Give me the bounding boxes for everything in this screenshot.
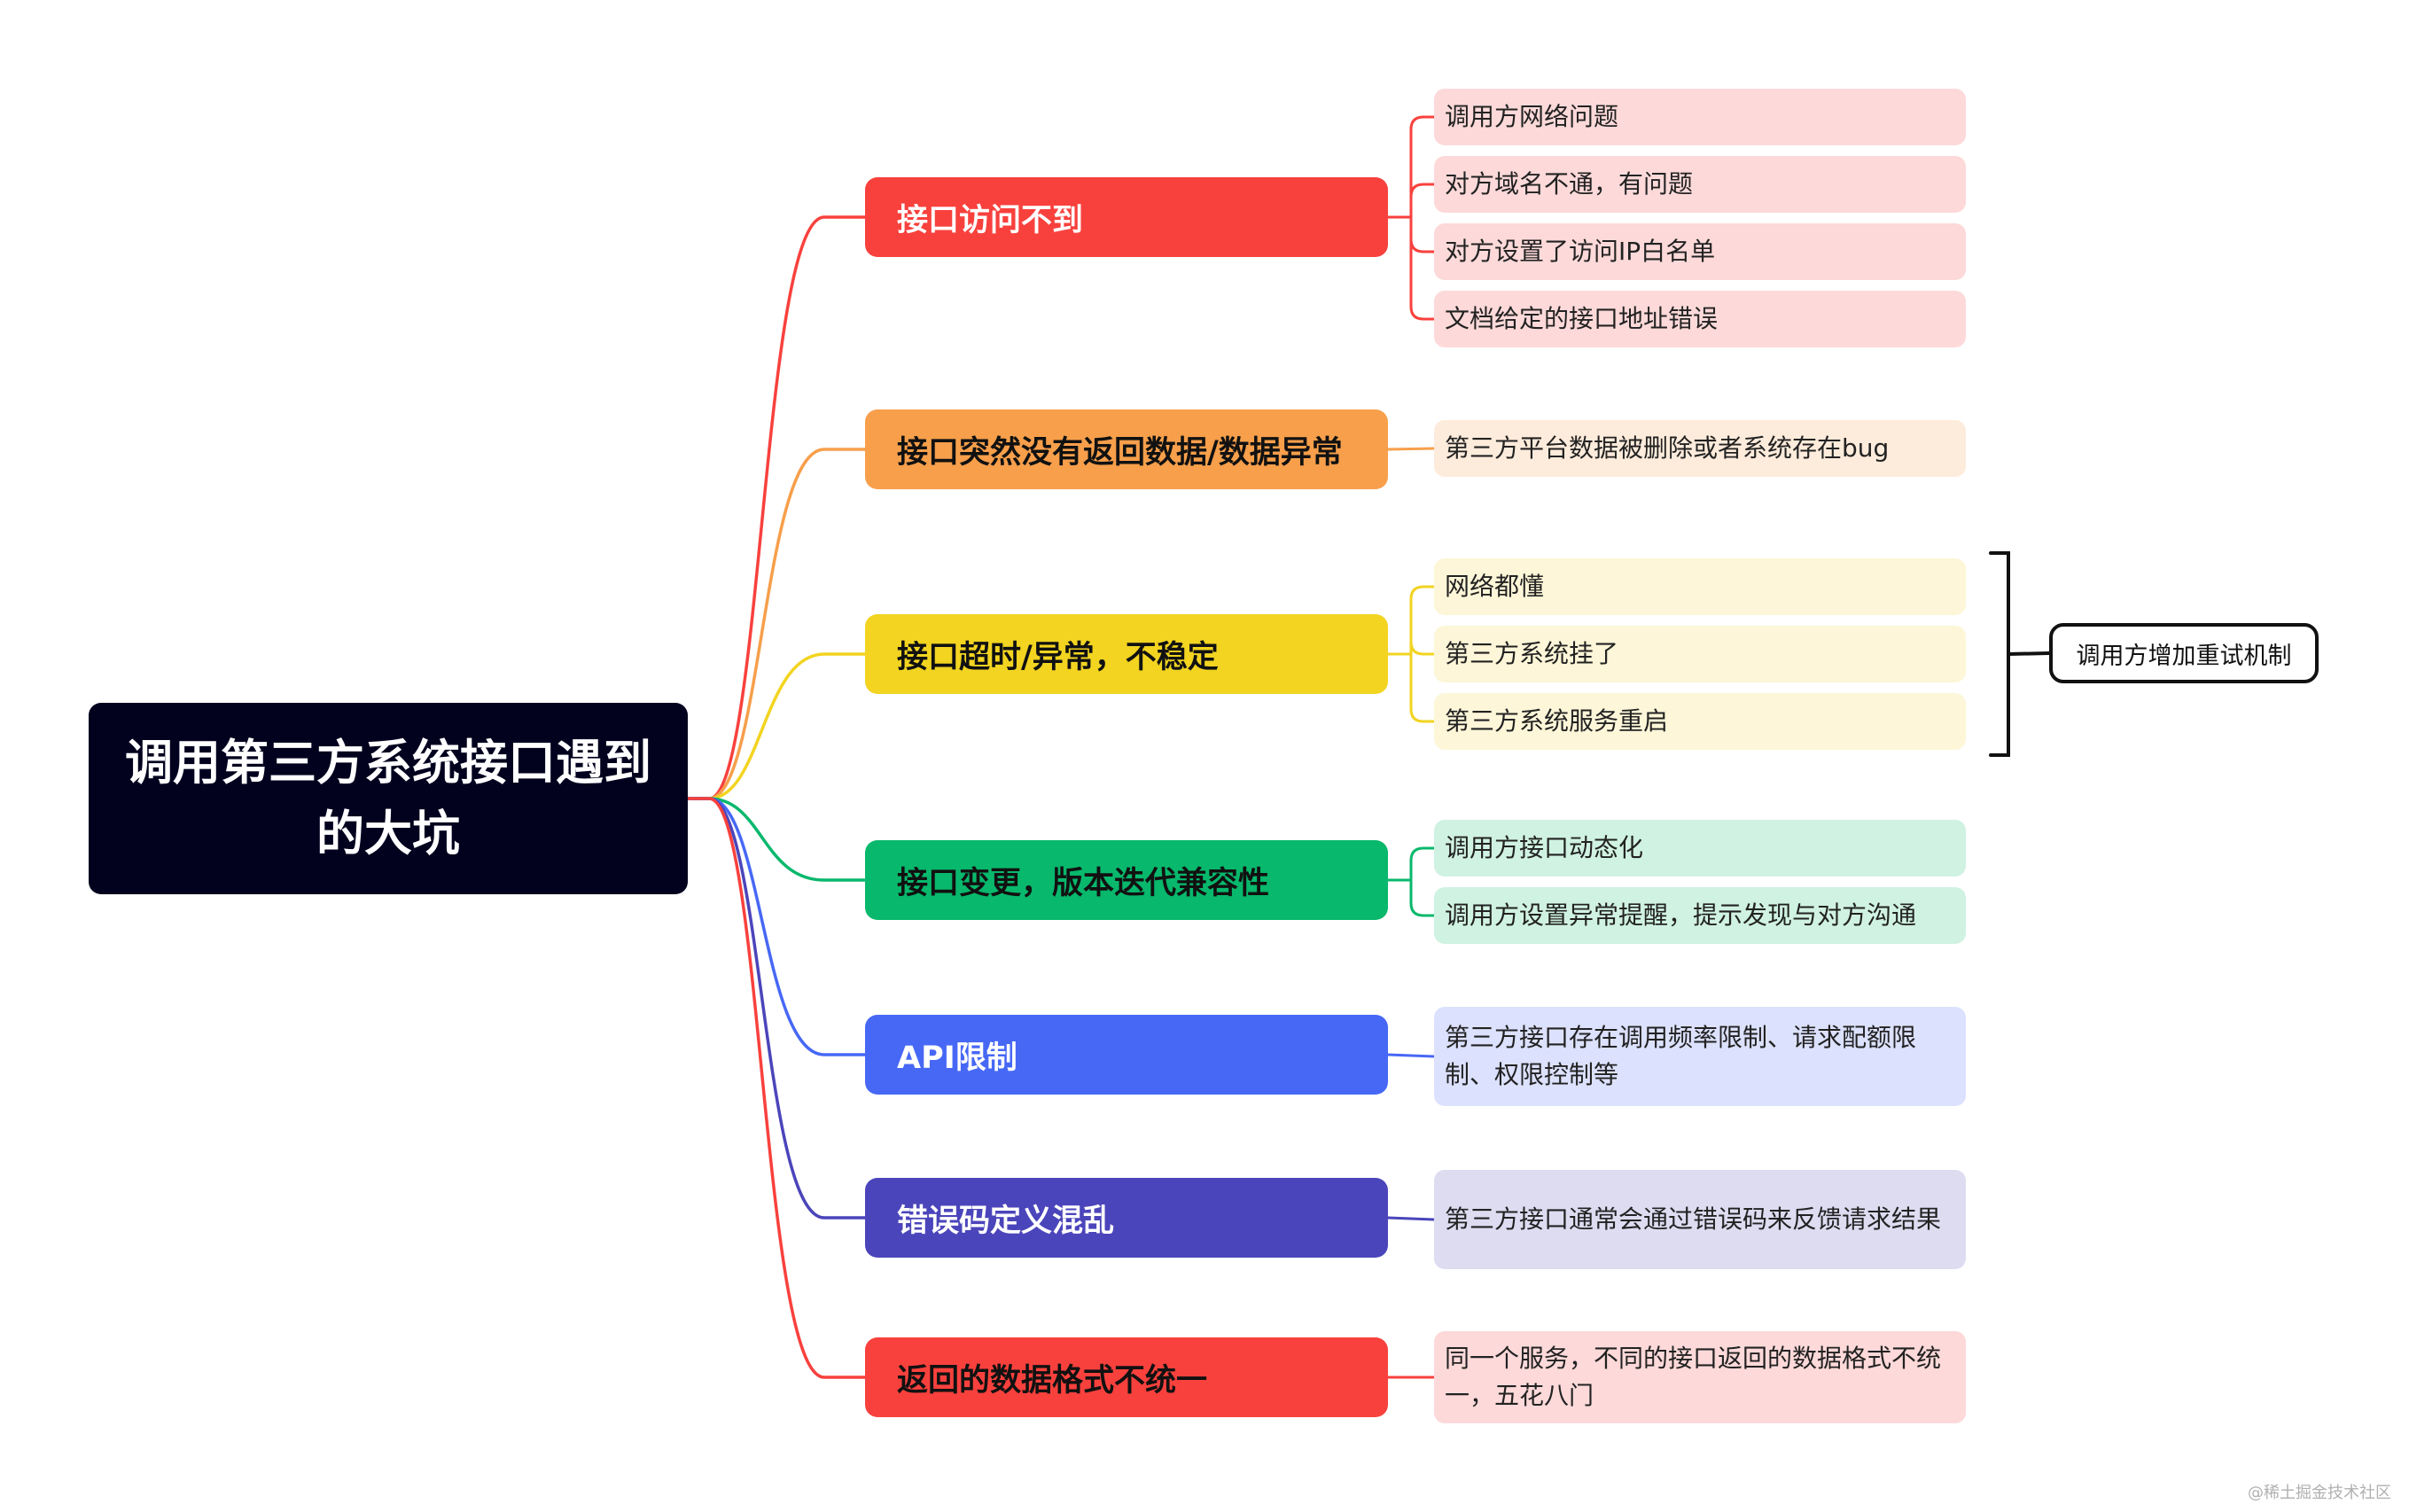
leaf-node: 调用方设置异常提醒，提示发现与对方沟通 <box>1434 887 1966 944</box>
leaf-node: 同一个服务，不同的接口返回的数据格式不统一，五花八门 <box>1434 1331 1966 1423</box>
branch-to-leaf-line <box>1386 846 1436 882</box>
summary-bracket <box>1989 551 2010 757</box>
branch-label: API限制 <box>897 1040 1017 1076</box>
leaf-label: 第三方系统挂了 <box>1445 639 1619 668</box>
branch-node-6: 错误码定义混乱 <box>865 1178 1388 1258</box>
branch-to-leaf-line <box>1386 641 1436 656</box>
branch-node-1: 接口访问不到 <box>865 177 1388 257</box>
leaf-node: 第三方系统服务重启 <box>1434 693 1966 750</box>
branch-to-leaf-line <box>1386 447 1436 451</box>
branch-to-leaf-line <box>1386 585 1436 656</box>
leaf-label: 第三方接口存在调用频率限制、请求配额限制、权限控制等 <box>1445 1023 1917 1089</box>
root-topic-title: 调用第三方系统接口遇到的大坑 <box>125 735 651 861</box>
root-to-branch-line <box>686 652 867 800</box>
leaf-node: 第三方接口通常会通过错误码来反馈请求结果 <box>1434 1170 1966 1269</box>
leaf-label: 对方域名不通，有问题 <box>1445 169 1694 199</box>
root-to-branch-line <box>686 797 867 882</box>
branch-node-4: 接口变更，版本迭代兼容性 <box>865 840 1388 920</box>
leaf-label: 第三方接口通常会通过错误码来反馈请求结果 <box>1445 1204 1942 1234</box>
branch-node-5: API限制 <box>865 1015 1388 1095</box>
leaf-label: 对方设置了访问IP白名单 <box>1445 237 1716 266</box>
leaf-label: 调用方设置异常提醒，提示发现与对方沟通 <box>1445 900 1917 930</box>
branch-node-3: 接口超时/异常，不稳定 <box>865 614 1388 694</box>
root-to-branch-line <box>686 797 867 1056</box>
leaf-node: 第三方系统挂了 <box>1434 626 1966 682</box>
branch-node-2: 接口突然没有返回数据/数据异常 <box>865 409 1388 489</box>
leaf-label: 文档给定的接口地址错误 <box>1445 304 1719 333</box>
leaf-node: 第三方平台数据被删除或者系统存在bug <box>1434 420 1966 477</box>
summary-label: 调用方增加重试机制 <box>2076 642 2292 670</box>
leaf-node: 网络都懂 <box>1434 558 1966 615</box>
branch-to-leaf-line <box>1386 183 1436 219</box>
leaf-label: 网络都懂 <box>1445 572 1545 601</box>
leaf-node: 文档给定的接口地址错误 <box>1434 291 1966 347</box>
leaf-node: 对方域名不通，有问题 <box>1434 156 1966 213</box>
branch-node-7: 返回的数据格式不统一 <box>865 1337 1388 1417</box>
branch-to-leaf-line <box>1386 1053 1436 1058</box>
branch-to-leaf-line <box>1386 652 1436 723</box>
watermark: @稀土掘金技术社区 <box>2248 1484 2391 1502</box>
branch-to-leaf-line <box>1386 1216 1436 1221</box>
leaf-label: 第三方平台数据被删除或者系统存在bug <box>1445 433 1890 463</box>
leaf-node: 调用方接口动态化 <box>1434 820 1966 877</box>
leaf-node: 第三方接口存在调用频率限制、请求配额限制、权限控制等 <box>1434 1007 1966 1106</box>
branch-to-leaf-line <box>1386 878 1436 917</box>
root-to-branch-line <box>686 215 867 800</box>
root-to-branch-line <box>686 797 867 1379</box>
branch-label: 错误码定义混乱 <box>897 1203 1115 1239</box>
root-to-branch-line <box>686 448 867 800</box>
branch-to-leaf-line <box>1386 215 1436 321</box>
root-topic: 调用第三方系统接口遇到的大坑 <box>89 703 688 894</box>
leaf-node: 对方设置了访问IP白名单 <box>1434 223 1966 280</box>
branch-label: 接口变更，版本迭代兼容性 <box>897 865 1270 901</box>
branch-label: 接口访问不到 <box>897 202 1084 238</box>
leaf-node: 调用方网络问题 <box>1434 89 1966 145</box>
leaf-label: 调用方网络问题 <box>1445 102 1619 131</box>
summary-retry-node: 调用方增加重试机制 <box>2049 623 2319 683</box>
summary-connector <box>2007 651 2051 656</box>
branch-label: 返回的数据格式不统一 <box>897 1362 1208 1399</box>
leaf-label: 调用方接口动态化 <box>1445 833 1644 862</box>
leaf-label: 同一个服务，不同的接口返回的数据格式不统一，五花八门 <box>1445 1344 1942 1410</box>
branch-label: 接口超时/异常，不稳定 <box>897 639 1219 675</box>
branch-to-leaf-line <box>1386 115 1436 219</box>
branch-label: 接口突然没有返回数据/数据异常 <box>897 434 1343 471</box>
root-to-branch-line <box>686 797 867 1220</box>
leaf-label: 第三方系统服务重启 <box>1445 706 1669 736</box>
